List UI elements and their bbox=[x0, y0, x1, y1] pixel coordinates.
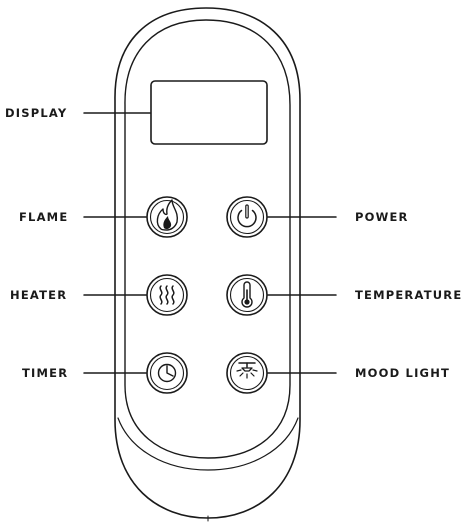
display-label: DISPLAY bbox=[5, 106, 68, 120]
lamp-icon bbox=[236, 362, 258, 379]
heater-button[interactable] bbox=[146, 274, 188, 316]
heater-label: HEATER bbox=[10, 288, 68, 302]
power-label: POWER bbox=[355, 210, 409, 224]
flame-label: FLAME bbox=[19, 210, 69, 224]
timer-icon bbox=[157, 363, 177, 383]
timer-button[interactable] bbox=[146, 352, 188, 394]
temperature-label: TEMPERATURE bbox=[355, 288, 463, 302]
temperature-button[interactable] bbox=[226, 274, 268, 316]
thermometer-icon bbox=[241, 281, 253, 308]
flame-button[interactable] bbox=[146, 196, 188, 238]
remote-body-outer bbox=[114, 7, 301, 519]
heat-waves-icon bbox=[159, 285, 175, 305]
power-button[interactable] bbox=[226, 196, 268, 238]
power-icon bbox=[237, 204, 257, 228]
mood-light-label: MOOD LIGHT bbox=[355, 366, 451, 380]
mood-light-button[interactable] bbox=[226, 352, 268, 394]
remote-bottom-seam bbox=[117, 417, 299, 471]
display-screen bbox=[150, 80, 268, 145]
timer-label: TIMER bbox=[22, 366, 69, 380]
flame-icon bbox=[156, 199, 179, 231]
remote-body-inner bbox=[124, 19, 291, 459]
